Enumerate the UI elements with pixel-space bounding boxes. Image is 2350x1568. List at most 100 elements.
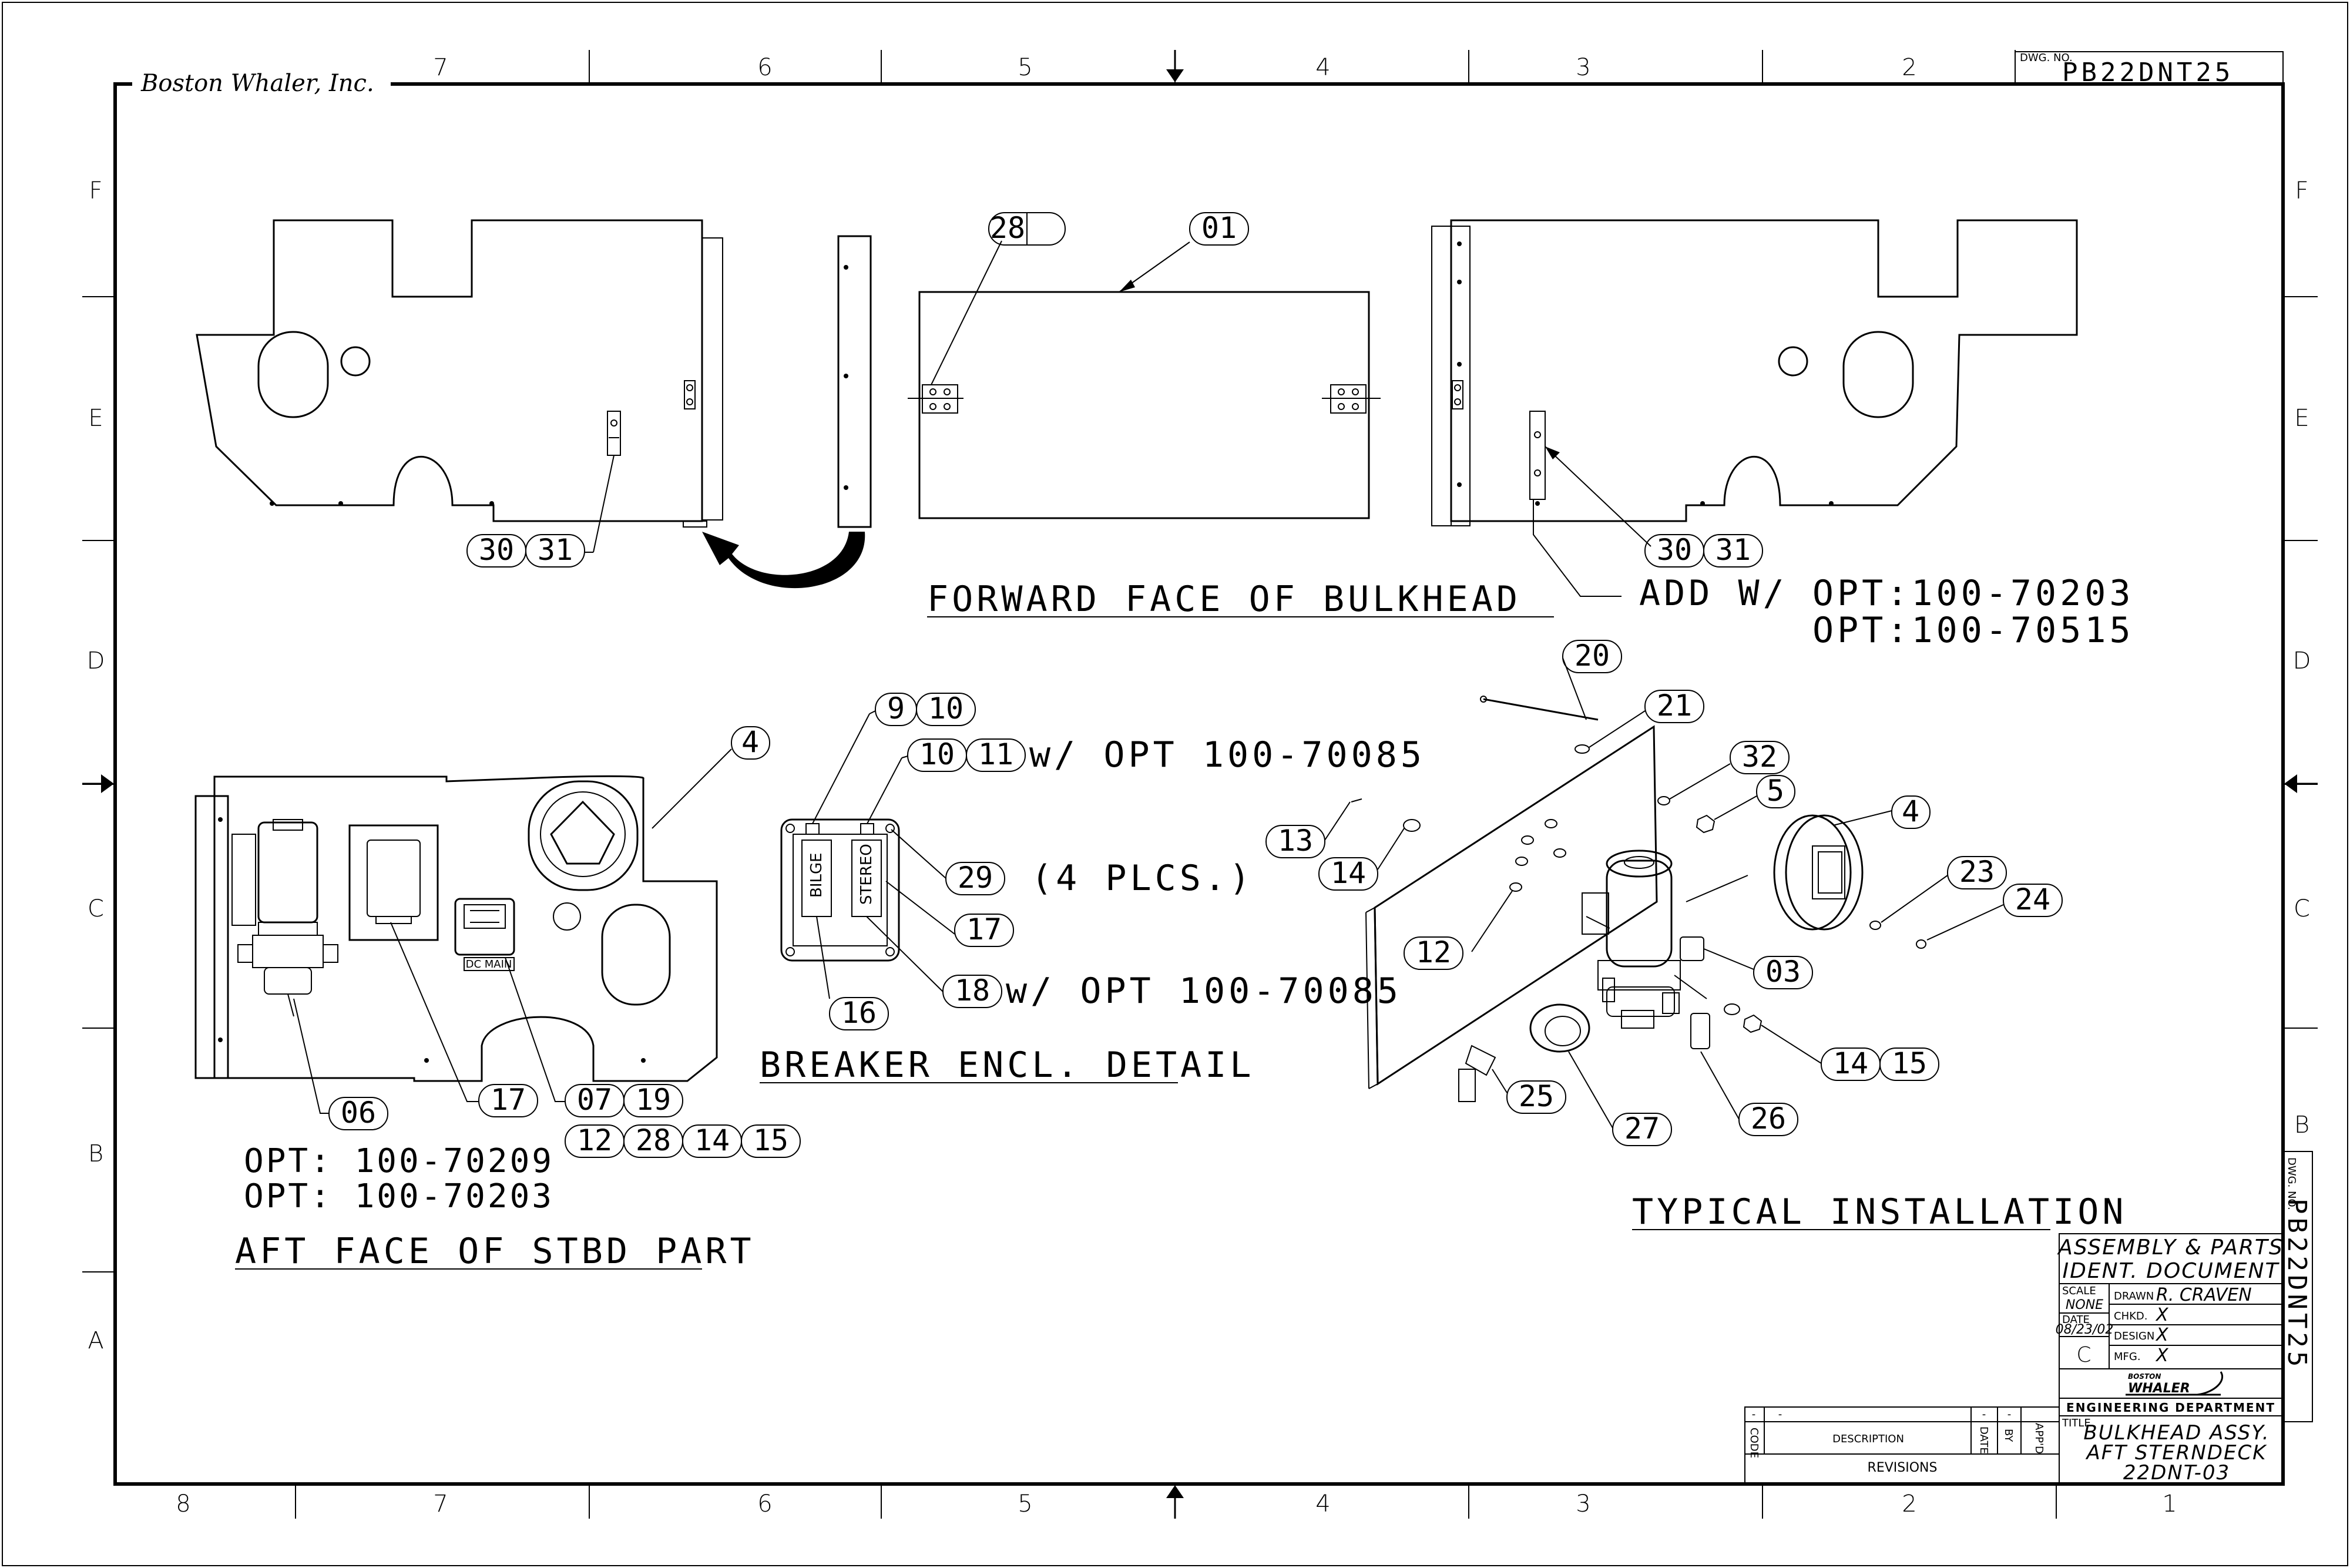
callout-06-text: 06 [341, 1096, 376, 1130]
zone-bottom-2: 2 [1902, 1490, 1916, 1517]
zone-left-A: A [88, 1327, 103, 1354]
typical-installation-panel [1351, 696, 1926, 1102]
revision-letter: C [2076, 1343, 2092, 1367]
callout-26: 26 [1751, 1102, 1786, 1136]
zone-right-D: D [2293, 647, 2311, 674]
view-title-breaker: BREAKER ENCL. DETAIL [760, 1045, 1251, 1086]
zone-right-C: C [2294, 895, 2310, 922]
callout-28-aft: 28 [636, 1123, 671, 1157]
callout-21: 21 [1657, 689, 1692, 723]
rev-col-by: BY [2002, 1429, 2015, 1442]
zone-bottom-3: 3 [1576, 1490, 1590, 1517]
callout-4-aft: 4 [652, 725, 770, 829]
callout-17-breaker: 17 [966, 912, 1002, 946]
zone-top-5: 5 [1018, 54, 1032, 81]
zone-left-D: D [87, 647, 105, 674]
center-arrows [82, 50, 2318, 1519]
zone-top-6: 6 [757, 54, 772, 81]
aft-face-panel: DC MAIN [194, 775, 718, 1082]
zone-labels-top: 7 6 5 4 3 2 [433, 54, 1916, 81]
rev-col-date: DATE [1978, 1426, 1990, 1454]
callout-24: 24 [2015, 882, 2050, 916]
dwg-number-box-side: DWG. NO. PB22DNT25 [2282, 1151, 2313, 1422]
note-w-opt-2: w/ OPT 100-70085 [1006, 971, 1402, 1012]
logo-text: WHALER [2128, 1381, 2190, 1396]
callout-01: 01 [1119, 211, 1249, 293]
bulkhead-stbd-forward [1431, 219, 2078, 526]
zone-right-B: B [2294, 1112, 2309, 1139]
zone-labels-bottom: 8 7 6 5 4 3 2 1 [176, 1490, 2177, 1517]
zone-bottom-7: 7 [433, 1490, 448, 1517]
callout-18: 18 [955, 973, 990, 1008]
rev-dash-by: - [2007, 1408, 2012, 1421]
checked-label: CHKD. [2114, 1310, 2148, 1322]
callout-9: 9 [887, 691, 905, 726]
flip-arrow [702, 532, 865, 589]
callout-19: 19 [636, 1083, 671, 1117]
hatch-panel [908, 291, 1381, 519]
callout-27: 27 [1624, 1112, 1660, 1146]
dwg-no-label-side: DWG. NO. [2285, 1157, 2298, 1210]
callout-15-typical: 15 [1892, 1046, 1927, 1080]
note-four-places: (4 PLCS.) [1031, 858, 1254, 899]
zone-bottom-4: 4 [1315, 1490, 1330, 1517]
note-w-opt-1: w/ OPT 100-70085 [1029, 734, 1425, 775]
rev-col-code: CODE [1748, 1428, 1760, 1458]
view-title-typical: TYPICAL INSTALLATION [1632, 1191, 2127, 1233]
title-line3: 22DNT-03 [2123, 1461, 2230, 1485]
callout-20: 20 [1574, 639, 1610, 673]
callout-10-a: 10 [928, 691, 964, 726]
drawn-label: DRAWN [2114, 1290, 2154, 1302]
callout-07-19-group: 07 19 12 28 14 15 [505, 957, 801, 1158]
zone-labels-right: F E D C B [2293, 177, 2311, 1139]
callout-14-typical-a: 14 [1331, 856, 1366, 890]
note-opt-70209: OPT: 100-70209 [244, 1142, 554, 1180]
design-value: X [2155, 1325, 2169, 1345]
callout-23: 23 [1959, 855, 1995, 889]
view-title-forward: FORWARD FACE OF BULKHEAD [927, 579, 1554, 620]
logo-small-text: BOSTON [2128, 1372, 2161, 1381]
bilge-label: BILGE [808, 852, 825, 898]
callout-13: 13 [1278, 824, 1313, 858]
rev-col-description: DESCRIPTION [1832, 1433, 1904, 1445]
zone-labels-left: F E D C B A [87, 177, 105, 1354]
callout-4-typical: 4 [1902, 794, 1919, 828]
company-name: Boston Whaler, Inc. [140, 70, 374, 97]
callout-4-aft-text: 4 [741, 725, 759, 759]
callout-16: 16 [841, 996, 877, 1030]
scale-value: NONE [2066, 1298, 2103, 1312]
mfg-value: X [2155, 1345, 2169, 1366]
dwg-no-value-side: PB22DNT25 [2282, 1198, 2312, 1370]
zone-top-2: 2 [1902, 54, 1916, 81]
scale-label: SCALE [2062, 1285, 2096, 1297]
zone-top-7: 7 [433, 54, 448, 81]
callout-25: 25 [1519, 1079, 1554, 1113]
typical-callouts: 20 21 32 5 4 23 24 13 14 12 03 [1265, 639, 2063, 1146]
typical-installation-title: TYPICAL INSTALLATION [1632, 1191, 2127, 1233]
callout-5: 5 [1767, 774, 1784, 808]
doc-title-line1: ASSEMBLY & PARTS [2057, 1235, 2284, 1260]
rev-dash-desc: - [1778, 1408, 1782, 1421]
callout-30-31-stbd: 30 31 [1545, 446, 1763, 568]
callout-17-aft: 17 [390, 922, 538, 1117]
callout-12-aft: 12 [577, 1123, 612, 1157]
dc-main-label: DC MAIN [466, 958, 512, 971]
callout-14-typical-b: 14 [1833, 1046, 1868, 1080]
callout-01-text: 01 [1201, 211, 1237, 245]
title-label: TITLE [2062, 1417, 2091, 1429]
engineering-department: ENGINEERING DEPARTMENT [2066, 1401, 2275, 1415]
zone-bottom-5: 5 [1018, 1490, 1032, 1517]
doc-title-line2: IDENT. DOCUMENT [2063, 1259, 2280, 1283]
date-value: 08/23/02 [2056, 1322, 2114, 1337]
callout-15-aft: 15 [753, 1123, 788, 1157]
rev-dash-date: - [1982, 1408, 1986, 1421]
note-add-opt-70203: ADD W/ OPT:100-70203 [1639, 573, 2134, 614]
callout-30-port: 30 [479, 533, 514, 567]
title-line2: AFT STERNDECK [2086, 1441, 2268, 1465]
note-opt-70515: OPT:100-70515 [1812, 610, 2134, 651]
callout-29: 29 [958, 861, 993, 895]
callout-17-aft-text: 17 [491, 1083, 526, 1117]
callout-31-stbd: 31 [1716, 533, 1751, 567]
design-label: DESIGN [2114, 1330, 2154, 1342]
